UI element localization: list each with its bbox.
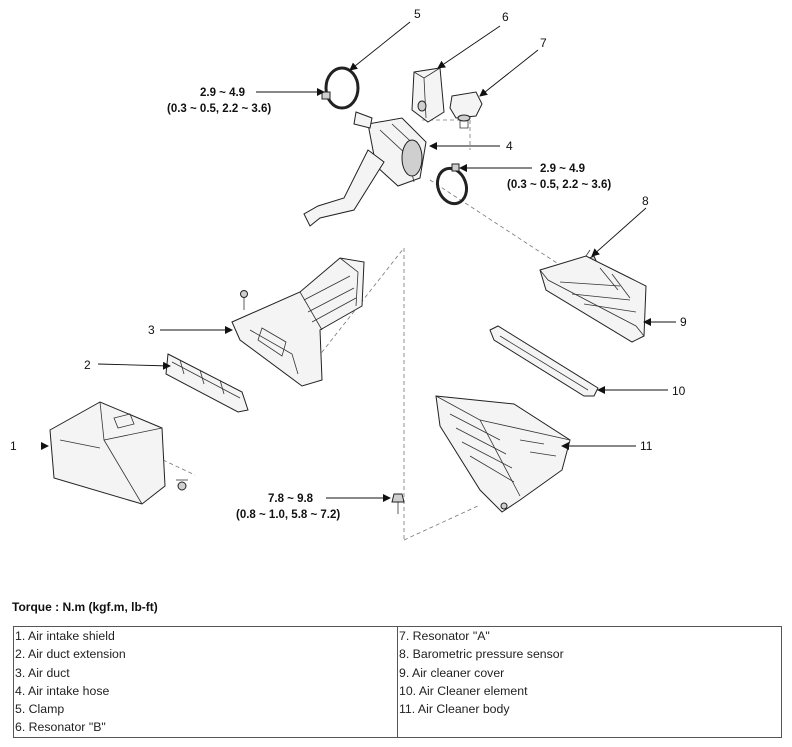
callout-1: 1 bbox=[10, 439, 17, 453]
torque-bolt-alt: (0.8 ~ 1.0, 5.8 ~ 7.2) bbox=[236, 509, 340, 521]
air-cleaner-element-part bbox=[489, 325, 599, 397]
legend-item: 4. Air intake hose bbox=[15, 683, 110, 698]
legend-item: 9. Air cleaner cover bbox=[399, 665, 505, 680]
air-intake-shield-part bbox=[49, 401, 188, 505]
legend-item: 3. Air duct bbox=[15, 665, 70, 680]
legend-item: 1. Air intake shield bbox=[15, 629, 115, 643]
torque-bolt-nm: 7.8 ~ 9.8 bbox=[268, 493, 314, 505]
torque-clamp4-alt: (0.3 ~ 0.5, 2.2 ~ 3.6) bbox=[507, 179, 611, 191]
legend-item: 7. Resonator "A" bbox=[399, 629, 490, 643]
callout-3: 3 bbox=[148, 323, 155, 337]
torque-clamp5-alt: (0.3 ~ 0.5, 2.2 ~ 3.6) bbox=[167, 103, 271, 115]
air-duct-extension-part bbox=[165, 353, 249, 413]
callout-4: 4 bbox=[506, 139, 513, 153]
legend-item: 11. Air Cleaner body bbox=[399, 702, 510, 717]
legend-item: 2. Air duct extension bbox=[15, 647, 126, 662]
air-intake-hose-part bbox=[303, 111, 427, 227]
air-cleaner-cover-part bbox=[539, 255, 647, 343]
callout-10: 10 bbox=[672, 384, 686, 398]
resonator-b-part bbox=[411, 67, 445, 123]
clamp-top-part bbox=[321, 66, 360, 110]
callout-5: 5 bbox=[414, 7, 421, 21]
legend-item: 6. Resonator "B" bbox=[15, 720, 106, 735]
exploded-parts-diagram: 1 2 3 4 5 6 7 8 9 10 11 2.9 ~ 4.9 (0.3 ~… bbox=[10, 7, 687, 541]
resonator-a-part bbox=[449, 91, 483, 129]
legend-item: 10. Air Cleaner element bbox=[399, 683, 528, 698]
legend-item: 5. Clamp bbox=[15, 702, 65, 717]
callout-9: 9 bbox=[680, 315, 687, 329]
legend-column-right: 7. Resonator "A" 8. Barometric pressure … bbox=[397, 627, 781, 737]
callout-6: 6 bbox=[502, 10, 509, 24]
clamp-lower-part bbox=[435, 163, 469, 206]
torque-labels: 2.9 ~ 4.9 (0.3 ~ 0.5, 2.2 ~ 3.6) 2.9 ~ 4… bbox=[167, 87, 611, 521]
air-duct-part bbox=[231, 257, 365, 387]
torque-clamp4-nm: 2.9 ~ 4.9 bbox=[540, 163, 585, 175]
callout-11: 11 bbox=[640, 439, 653, 453]
parts-legend-table: 1. Air intake shield 2. Air duct extensi… bbox=[13, 626, 782, 738]
legend-item: 8. Barometric pressure sensor bbox=[399, 647, 564, 662]
callout-2: 2 bbox=[84, 358, 91, 372]
air-cleaner-body-part bbox=[435, 395, 571, 513]
torque-clamp5-nm: 2.9 ~ 4.9 bbox=[200, 87, 245, 99]
callout-numbers: 1 2 3 4 5 6 7 8 9 10 11 bbox=[10, 7, 687, 453]
torque-units-title: Torque : N.m (kgf.m, lb-ft) bbox=[12, 600, 158, 614]
callout-8: 8 bbox=[642, 194, 649, 208]
leader-lines bbox=[41, 21, 676, 502]
bolt-part bbox=[391, 493, 405, 514]
callout-7: 7 bbox=[540, 36, 547, 50]
legend-column-left: 1. Air intake shield 2. Air duct extensi… bbox=[14, 627, 397, 737]
